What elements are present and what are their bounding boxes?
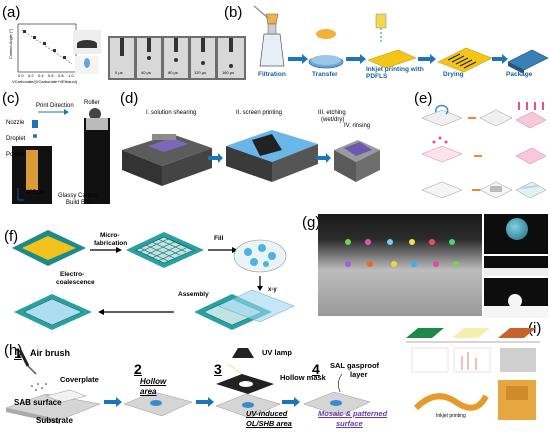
c-droplet: Droplet: [6, 136, 26, 142]
panel-f-process: [12, 230, 295, 330]
flask-icon: [253, 5, 285, 67]
droplet-inset-2: [75, 56, 99, 74]
xtick-5: 1.0: [68, 73, 74, 78]
h-num-3: 3: [214, 361, 222, 377]
panel-label-b: (b): [224, 4, 243, 21]
panel-label-a: (a): [2, 4, 21, 21]
frame-label-4: 160 μs: [222, 70, 235, 75]
panel-e-process: [421, 102, 547, 199]
panel-label-e: (e): [414, 90, 433, 107]
panel-label-c: (c): [2, 90, 20, 107]
c-powder: Powder: [6, 152, 27, 158]
h-substrate: Substrate: [36, 416, 73, 425]
step-package: Package: [506, 71, 533, 78]
droplet-array-photo: [318, 214, 482, 316]
h-num-1: 1: [14, 345, 22, 361]
i-inkjet-printing: Inkjet printing: [436, 413, 466, 419]
drying-pattern-icon: [437, 47, 493, 73]
h-hollow-mask: Hollow mask: [280, 373, 326, 382]
f-xy: x-y: [268, 287, 277, 293]
f-electro: Electro-: [60, 271, 85, 278]
frame-sequence: 0 μs 40 μs 80 μs 120 μs 160 μs: [108, 36, 246, 80]
c-roller: Roller: [84, 100, 100, 106]
h-mosaic: Mosaic & patterned: [318, 409, 388, 418]
f-fabrication: fabrication: [94, 240, 128, 247]
frame-0: 0 μs: [110, 38, 134, 78]
step-inkjet: Inkjet printing with PDFLS: [366, 66, 424, 81]
h-hollow: Hollow: [140, 377, 167, 386]
axis-y-label: Contact Angle (°): [8, 28, 14, 60]
inkjet-printer-icon: [367, 13, 417, 69]
d-step-3b: (wet/dry): [321, 117, 345, 123]
xtick-3: 0.6: [48, 73, 54, 78]
droplet-inset: [73, 30, 101, 54]
droplet-side-view-2: [484, 278, 548, 318]
h-surface: surface: [336, 419, 363, 428]
h-uv-lamp: UV lamp: [262, 348, 293, 357]
panel-label-h: (h): [4, 342, 23, 359]
frame-label-3: 120 μs: [194, 70, 207, 75]
step-drying: Drying: [443, 71, 464, 78]
f-coalescence: coalescence: [56, 279, 95, 286]
h-coverplate: Coverplate: [60, 375, 99, 384]
f-micro: Micro-: [100, 232, 120, 239]
f-assembly: Assembly: [178, 291, 209, 298]
panel-i-figure: [406, 328, 540, 420]
h-sab-surface: SAB surface: [14, 398, 62, 407]
panel-label-g: (g): [302, 214, 321, 231]
xtick-0: 0.0: [18, 73, 24, 78]
frame-label-0: 0 μs: [115, 70, 123, 75]
d-step-1: I. solution shearing: [146, 110, 197, 116]
panel-c-binder-jet: [12, 108, 110, 204]
h-area: area: [140, 387, 157, 396]
frame-1: 40 μs: [137, 38, 161, 78]
frame-label-1: 40 μs: [141, 70, 151, 75]
d-step-4: IV. rinsing: [344, 123, 371, 129]
d-step-3: III. etching: [318, 110, 346, 116]
c-build-box: Build Box: [66, 200, 92, 206]
h-air-brush: Air brush: [30, 348, 71, 358]
h-ol-shb-area: OL/SHB area: [246, 419, 292, 428]
panel-a-chart: Contact Angle (°) VCarbonate/(VCarbonate…: [8, 22, 100, 84]
panel-d-process: [122, 130, 380, 186]
colored-droplets: [345, 239, 459, 267]
contact-angle-plot: [17, 23, 77, 73]
panel-label-d: (d): [120, 90, 139, 107]
droplet-side-view-1: [484, 256, 548, 276]
h-layer: layer: [350, 370, 368, 379]
package-icon: [507, 49, 549, 74]
panel-label-f: (f): [4, 228, 19, 245]
h-num-4: 4: [312, 361, 320, 377]
petri-dish-icon: [308, 29, 344, 69]
frame-3: 120 μs: [191, 38, 215, 78]
droplet-top-view: [484, 214, 548, 254]
xtick-4: 0.8: [58, 73, 64, 78]
h-num-2: 2: [134, 361, 142, 377]
c-print-direction: Print Direction: [36, 103, 74, 109]
c-425um: 425 μm: [26, 190, 47, 196]
c-glassy-carbon: Glassy Carbon: [58, 193, 98, 199]
xtick-1: 0.2: [28, 73, 34, 78]
frame-label-2: 80 μs: [168, 70, 178, 75]
frame-2: 80 μs: [164, 38, 188, 78]
h-uv-induced: UV-induced: [246, 409, 288, 418]
d-step-2: II. screen printing: [236, 110, 283, 116]
panel-h-process: [5, 348, 371, 424]
frame-4: 160 μs: [218, 38, 244, 78]
step-transfer: Transfer: [312, 71, 338, 78]
f-fill: Fill: [214, 235, 224, 242]
c-nozzle: Nozzle: [6, 120, 25, 126]
step-filtration: Filtration: [258, 71, 286, 78]
xtick-2: 0.4: [38, 73, 44, 78]
h-sal-gasproof: SAL gasproof: [330, 361, 380, 370]
axis-x-label: VCarbonate/(VCarbonate+VEthanol): [12, 79, 78, 84]
panel-b-process: [253, 5, 549, 74]
